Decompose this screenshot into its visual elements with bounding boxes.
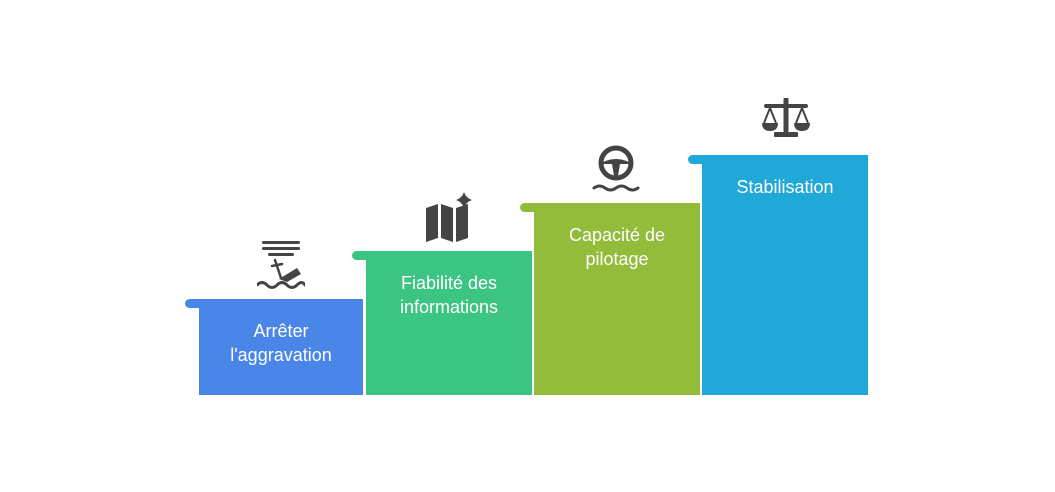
step-ledge: [688, 155, 868, 164]
step-block: Fiabilité des informations: [366, 260, 532, 395]
step-block: Stabilisation: [702, 164, 868, 395]
balance-scale-icon: [760, 96, 812, 140]
step-stabilisation: Stabilisation: [688, 155, 868, 395]
step-arreter-aggravation: Arrêter l'aggravation: [185, 299, 363, 395]
steering-wheel-icon: [592, 143, 640, 195]
step-label: Stabilisation: [736, 177, 834, 197]
step-ledge: [520, 203, 700, 212]
capsized-boat-icon: [257, 238, 305, 290]
step-capacite-pilotage: Capacité de pilotage: [520, 203, 700, 395]
step-ledge: [352, 251, 532, 260]
step-block: Arrêter l'aggravation: [199, 308, 363, 395]
step-block: Capacité de pilotage: [534, 212, 700, 395]
step-ledge: [185, 299, 363, 308]
map-sparkle-icon: [424, 190, 476, 242]
step-label: Fiabilité des informations: [399, 273, 499, 317]
step-label: Arrêter l'aggravation: [230, 321, 332, 365]
step-fiabilite-informations: Fiabilité des informations: [352, 251, 532, 395]
step-label: Capacité de pilotage: [568, 225, 666, 269]
